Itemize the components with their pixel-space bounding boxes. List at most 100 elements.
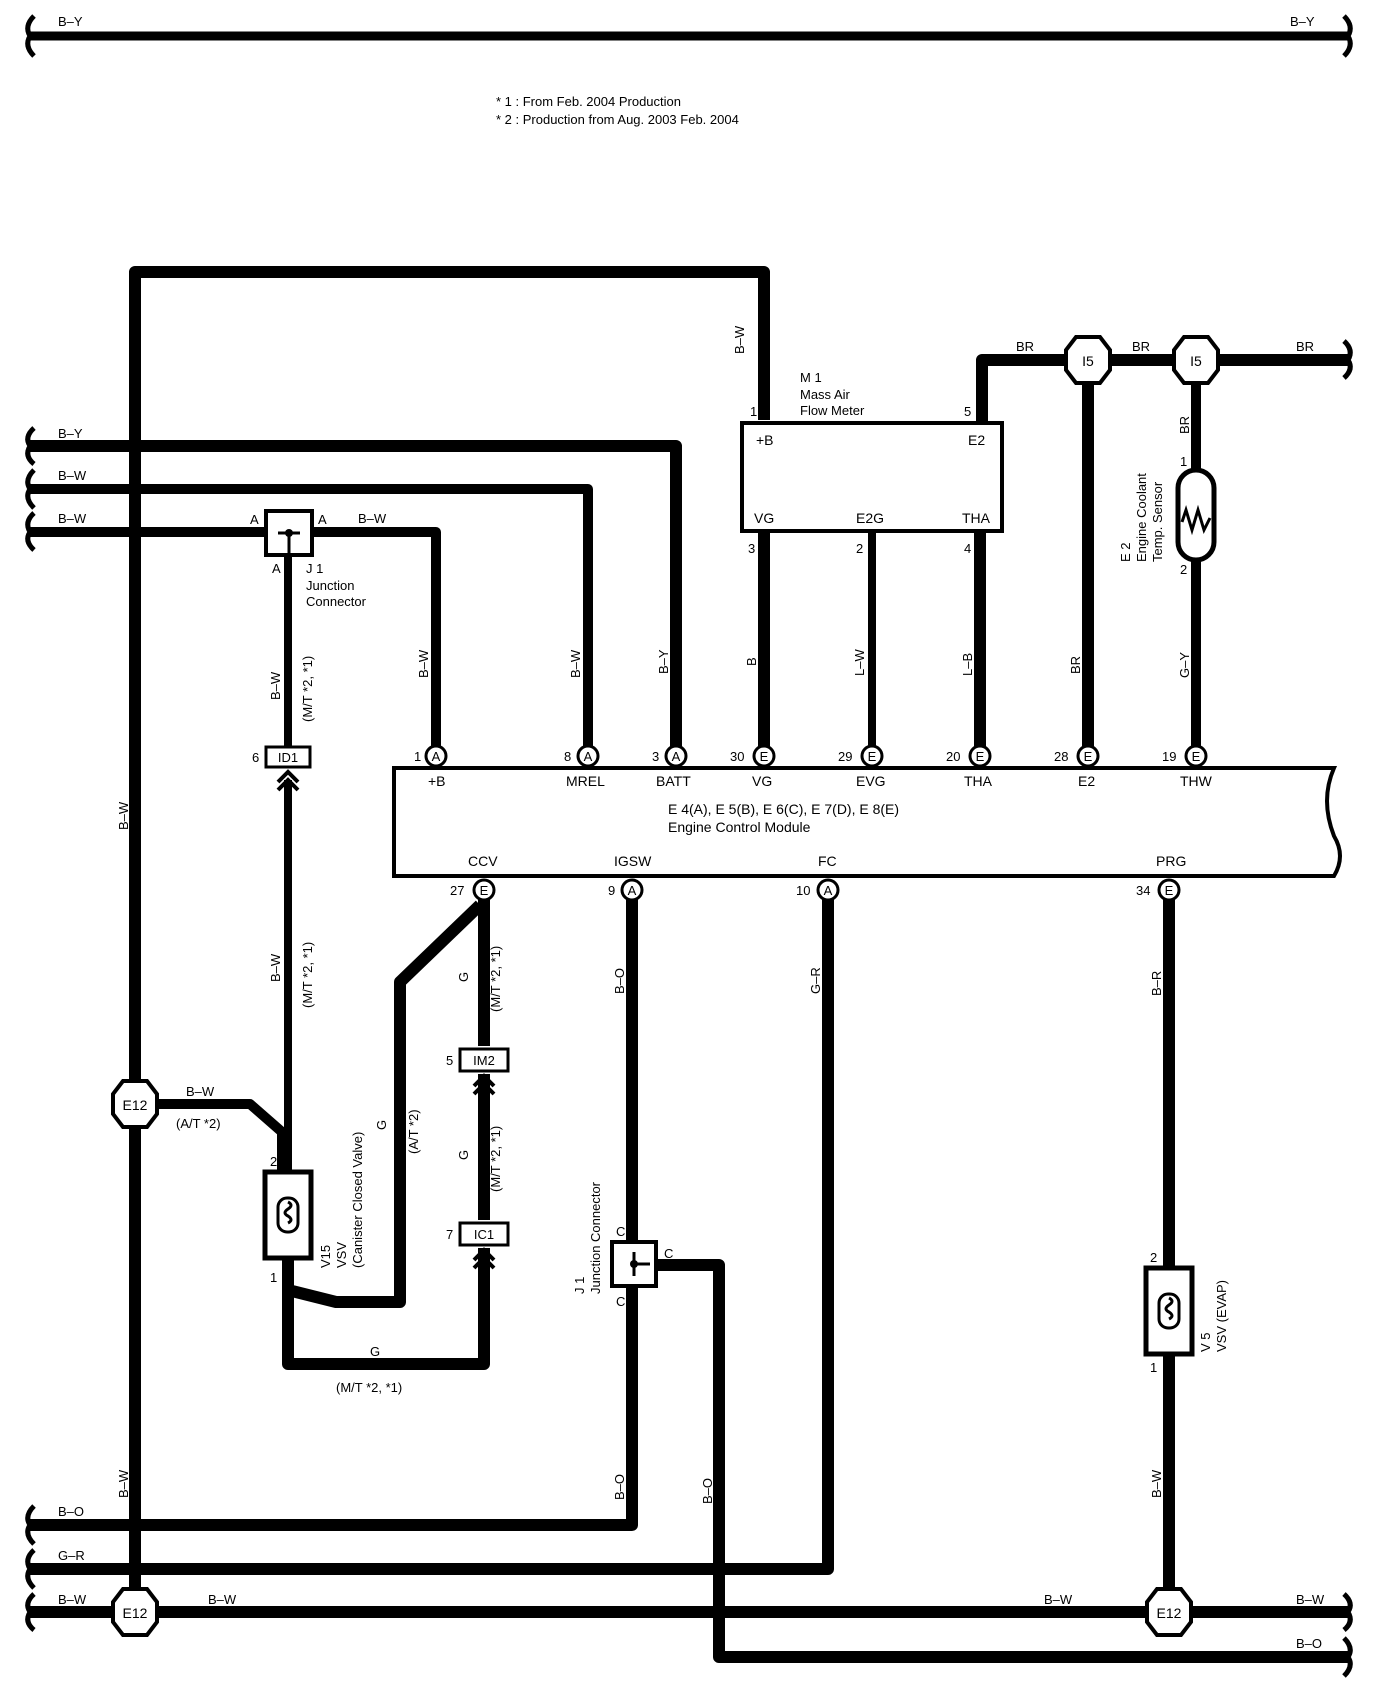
ecm-pin-thw: E 19 THW <box>1162 744 1213 789</box>
coolant-temp-sensor: 1 2 E 2 Engine Coolant Temp. Sensor <box>1118 454 1217 577</box>
connector-ic1-pin: 7 <box>446 1227 453 1242</box>
vsv5-pin-2: 2 <box>1150 1250 1157 1265</box>
connector-im2-label: IM2 <box>473 1053 495 1068</box>
wire-label-g-mt: G <box>370 1344 380 1359</box>
ecm-pin-tha-label: THA <box>964 773 993 789</box>
ecm-name-2: Engine Control Module <box>668 819 811 835</box>
top-bus-right-label: B–Y <box>1290 14 1315 29</box>
maf-pin-label-vg: VG <box>754 510 774 526</box>
bus-bw-bottom-label-2: B–W <box>208 1592 237 1607</box>
ecm-pin-evg-conn: E <box>868 749 877 764</box>
maf-wires: B L–W L–B <box>744 531 986 756</box>
connector-ic1-label: IC1 <box>474 1227 494 1242</box>
ecm-pin-evg-label: EVG <box>856 773 886 789</box>
wire-label-g-at: G <box>374 1120 389 1130</box>
ecm-pin-vg: E 30 VG <box>730 744 776 789</box>
ecm-pin-batt: A 3 BATT <box>652 744 691 789</box>
bus-by-label: B–Y <box>58 426 83 441</box>
ecm-pin-igsw-conn: A <box>628 883 637 898</box>
maf-pin-2: 2 <box>856 541 863 556</box>
ecm-pin-mrel-conn: A <box>584 749 593 764</box>
top-bus-left-label: B–Y <box>58 14 83 29</box>
wire-label-br-ect: BR <box>1177 416 1192 434</box>
top-bus: B–Y B–Y <box>25 14 1353 58</box>
ecm-pin-b-conn: A <box>432 749 441 764</box>
ecm-pin-ccv: E 27 CCV <box>450 853 498 902</box>
wire-label-bw-at: B–W <box>186 1084 215 1099</box>
e12-at-branch: B–W (A/T *2) <box>135 1084 287 1172</box>
jc-bottom-pin-bottom: C <box>616 1294 625 1309</box>
variant-label-at-1: (A/T *2) <box>176 1116 221 1131</box>
wire-label-b: B <box>744 657 759 666</box>
wire-label-bo-2: B–O <box>700 1478 715 1504</box>
ecm-pin-fc: A 10 FC <box>796 853 840 902</box>
ecm-pin-prg: E 34 PRG <box>1136 853 1186 902</box>
variant-label-mt-5: (M/T *2, *1) <box>488 1126 503 1192</box>
connector-id1: ID1 6 B–W (M/T *2, *1) <box>252 745 315 1172</box>
splice-e12-2-label: E12 <box>123 1605 148 1621</box>
ect-name-2: Temp. Sensor <box>1150 481 1165 562</box>
splice-i5-1: I5 <box>1064 335 1112 385</box>
wire-label-br-2: BR <box>1132 339 1150 354</box>
wire-label-bw-loop-bottom: B–W <box>116 1469 131 1498</box>
ecm-pin-tha: E 20 THA <box>946 744 993 789</box>
maf-pin-5: 5 <box>964 404 971 419</box>
ecm-pin-mrel-label: MREL <box>566 773 605 789</box>
connector-ic1: IC1 7 <box>446 1221 510 1270</box>
ecm-pin-mrel-num: 8 <box>564 749 571 764</box>
variant-label-mt-4: (M/T *2, *1) <box>488 946 503 1012</box>
maf-pin-3: 3 <box>748 541 755 556</box>
vsv15-pin-2: 2 <box>270 1154 277 1169</box>
ecm-pin-fc-num: 10 <box>796 883 810 898</box>
wire-label-lb: L–B <box>960 653 975 676</box>
variant-label-mt-3: (M/T *2, *1) <box>336 1380 402 1395</box>
wire-label-br-prg: B–R <box>1149 971 1164 996</box>
note-1: * 1 : From Feb. 2004 Production <box>496 94 681 109</box>
maf-id: M 1 <box>800 370 822 385</box>
ecm-name-1: E 4(A), E 5(B), E 6(C), E 7(D), E 8(E) <box>668 801 899 817</box>
ecm-pin-vg-conn: E <box>760 749 769 764</box>
bus-bw-bottom-label: B–W <box>58 1592 87 1607</box>
ecm-pin-fc-conn: A <box>824 883 833 898</box>
variant-label-at-2: (A/T *2) <box>406 1109 421 1154</box>
bus-bo-right-label: B–O <box>1296 1636 1322 1651</box>
ecm-pin-igsw: A 9 IGSW <box>608 853 652 902</box>
connector-im2: IM2 5 <box>446 1047 510 1096</box>
wire-label-bo-1: B–O <box>612 1474 627 1500</box>
bus-bo-label: B–O <box>58 1504 84 1519</box>
left-buses: B–Y B–W B–W B–W B–O G–R B–W B–W B–W B–W … <box>25 426 1353 1678</box>
ecm-pin-prg-num: 34 <box>1136 883 1150 898</box>
splice-e12-3-label: E12 <box>1157 1605 1182 1621</box>
splice-i5-1-label: I5 <box>1082 353 1094 369</box>
splice-i5-2: I5 <box>1172 335 1220 385</box>
jc-top-id: J 1 <box>306 561 323 576</box>
vsv5-name: VSV (EVAP) <box>1214 1280 1229 1352</box>
wire-label-gr: G–R <box>808 967 823 994</box>
bw-main-loop: B–W B–W B–W <box>116 266 770 1633</box>
wire-label-bw-vsv: B–W <box>268 953 283 982</box>
ect-pin-1: 1 <box>1180 454 1187 469</box>
ecm-pin-tha-conn: E <box>976 749 985 764</box>
splice-e12-1: E12 <box>111 1079 159 1129</box>
note-2: * 2 : Production from Aug. 2003 Feb. 200… <box>496 112 739 127</box>
jc-bottom-name: Junction Connector <box>588 1181 603 1294</box>
ecm-pin-prg-conn: E <box>1165 883 1174 898</box>
ecm-pin-mrel: A 8 MREL <box>564 744 605 789</box>
bus-bw-bottom-right-label: B–W <box>1296 1592 1325 1607</box>
ecm-pin-tha-num: 20 <box>946 749 960 764</box>
connector-im2-pin: 5 <box>446 1053 453 1068</box>
ect-name-1: Engine Coolant <box>1134 473 1149 562</box>
jc-bottom-pin-right: C <box>664 1246 673 1261</box>
ecm-pin-ccv-label: CCV <box>468 853 498 869</box>
wire-label-bw-junction: B–W <box>358 511 387 526</box>
engine-control-module: E 4(A), E 5(B), E 6(C), E 7(D), E 8(E) E… <box>392 766 1342 878</box>
wire-label-br-1: BR <box>1016 339 1034 354</box>
wire-label-g-mt-2: G <box>456 972 471 982</box>
ecm-pin-batt-num: 3 <box>652 749 659 764</box>
bus-bw-bottom-label-3: B–W <box>1044 1592 1073 1607</box>
wire-label-bw-mrel: B–W <box>568 649 583 678</box>
maf-pin-label-tha: THA <box>962 510 991 526</box>
ecm-pin-prg-label: PRG <box>1156 853 1186 869</box>
ecm-pin-e2-num: 28 <box>1054 749 1068 764</box>
